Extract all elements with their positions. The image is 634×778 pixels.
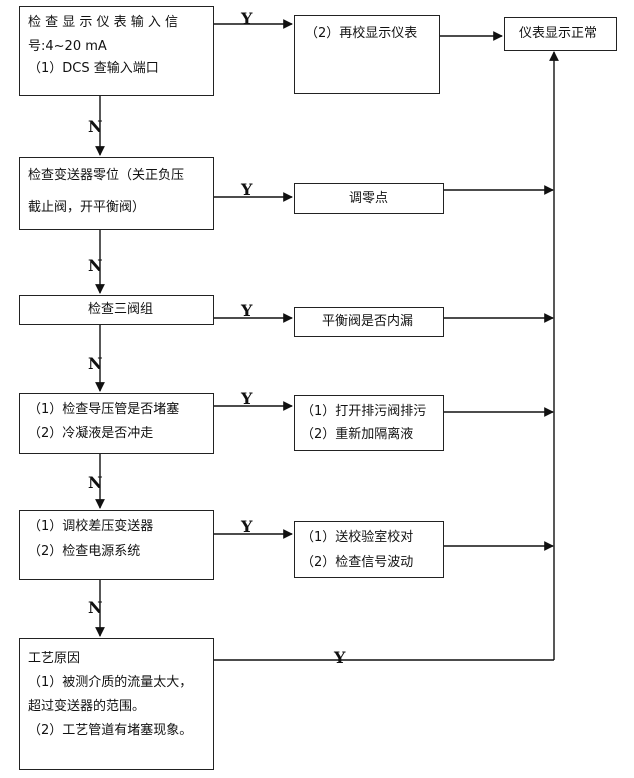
action-5-line-2: （2）检查信号波动 (301, 555, 414, 570)
action-2-line-1: 调零点 (349, 191, 389, 206)
result-box: 仪表显示正常 (504, 17, 617, 51)
step-1-line-1: 检 查 显 示 仪 表 输 入 信 (28, 15, 179, 30)
no-label-1: N (88, 117, 103, 136)
step-5-line-2: （2）检查电源系统 (28, 544, 141, 559)
action-box-1: （2）再校显示仪表 (294, 15, 440, 94)
yes-label-5: Y (241, 517, 253, 536)
no-label-5: N (88, 598, 103, 617)
yes-label-3: Y (241, 301, 253, 320)
action-box-5: （1）送校验室校对 （2）检查信号波动 (294, 521, 444, 578)
step-box-3: 检查三阀组 (19, 295, 214, 325)
action-4-line-1: （1）打开排污阀排污 (301, 404, 427, 419)
step-2-line-1: 检查变送器零位（关正负压 (28, 168, 185, 183)
yes-label-2: Y (241, 180, 253, 199)
step-box-1: 检 查 显 示 仪 表 输 入 信 号:4~20 mA （1）DCS 查输入端口 (19, 6, 214, 96)
process-cause-line-1: 工艺原因 (28, 651, 81, 666)
process-cause-box: 工艺原因 （1）被测介质的流量太大， 超过变送器的范围。 （2）工艺管道有堵塞现… (19, 638, 214, 770)
step-1-line-2: 号:4~20 mA (28, 39, 107, 54)
step-3-line-1: 检查三阀组 (88, 302, 154, 317)
step-2-line-2: 截止阀，开平衡阀） (28, 200, 146, 215)
action-4-line-2: （2）重新加隔离液 (301, 427, 414, 442)
no-label-3: N (88, 354, 103, 373)
step-box-5: （1）调校差压变送器 （2）检查电源系统 (19, 510, 214, 580)
process-cause-line-3: 超过变送器的范围。 (28, 699, 146, 714)
step-box-2: 检查变送器零位（关正负压 截止阀，开平衡阀） (19, 157, 214, 230)
action-box-2: 调零点 (294, 183, 444, 214)
step-4-line-1: （1）检查导压管是否堵塞 (28, 402, 180, 417)
action-5-line-1: （1）送校验室校对 (301, 530, 414, 545)
process-cause-line-4: （2）工艺管道有堵塞现象。 (28, 723, 193, 738)
action-box-3: 平衡阀是否内漏 (294, 307, 444, 337)
process-cause-line-2: （1）被测介质的流量太大， (28, 675, 193, 690)
yes-label-1: Y (241, 9, 253, 28)
step-1-line-3: （1）DCS 查输入端口 (28, 61, 159, 76)
step-5-line-1: （1）调校差压变送器 (28, 519, 154, 534)
result-text: 仪表显示正常 (519, 26, 598, 41)
action-3-line-1: 平衡阀是否内漏 (322, 314, 414, 329)
yes-label-6: Y (334, 648, 346, 667)
no-label-2: N (88, 256, 103, 275)
no-label-4: N (88, 473, 103, 492)
step-4-line-2: （2）冷凝液是否冲走 (28, 426, 154, 441)
step-box-4: （1）检查导压管是否堵塞 （2）冷凝液是否冲走 (19, 393, 214, 454)
yes-label-4: Y (241, 389, 253, 408)
action-box-4: （1）打开排污阀排污 （2）重新加隔离液 (294, 395, 444, 451)
action-1-line-1: （2）再校显示仪表 (305, 26, 418, 41)
